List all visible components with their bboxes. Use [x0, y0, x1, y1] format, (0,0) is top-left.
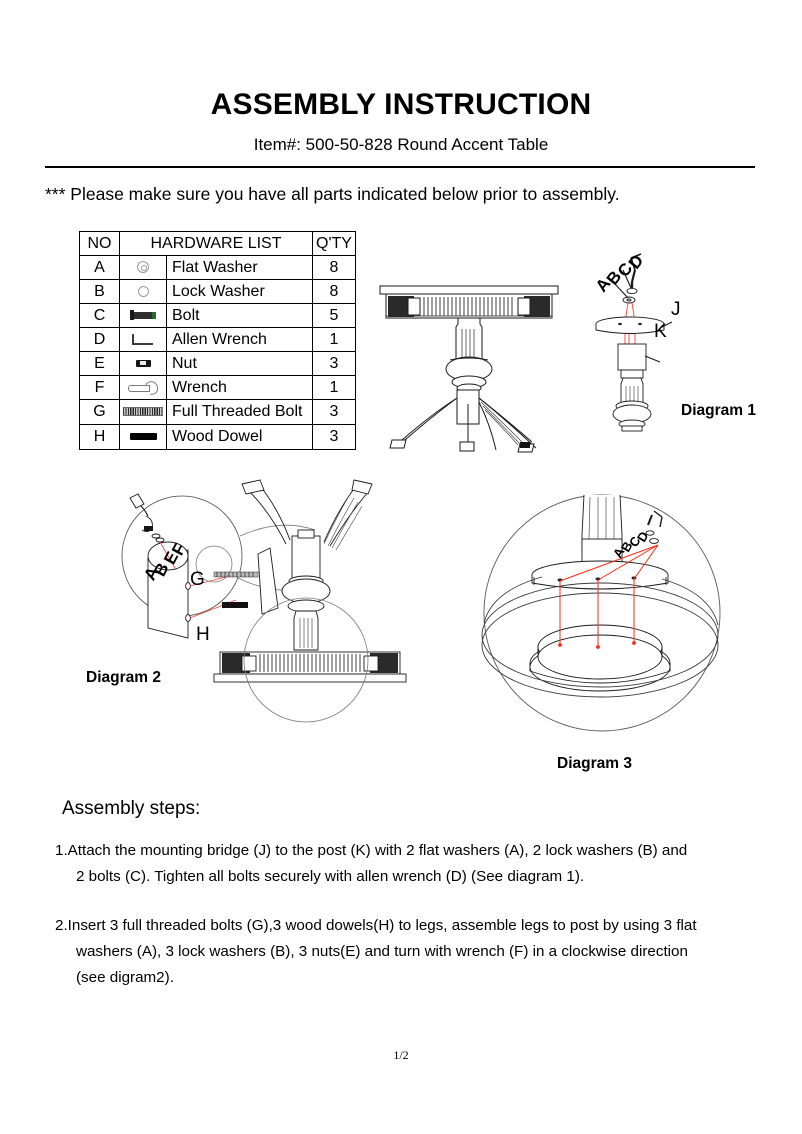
table-row: A Flat Washer 8 — [79, 255, 356, 280]
part-icon-cell — [119, 424, 167, 450]
part-qty: 8 — [312, 255, 356, 280]
part-qty: 3 — [312, 399, 356, 425]
column-header-no: NO — [79, 231, 120, 256]
diagram-1-caption: Diagram 1 — [681, 402, 756, 419]
table-row: E Nut 3 — [79, 351, 356, 376]
assembled-table-illustration — [372, 272, 572, 457]
diagram2-callout-h: H — [196, 624, 210, 645]
part-letter: B — [79, 279, 120, 304]
part-icon-cell — [119, 399, 167, 425]
part-letter: E — [79, 351, 120, 376]
wrench-icon — [128, 381, 158, 393]
part-icon-cell — [119, 279, 167, 304]
part-name: Flat Washer — [166, 255, 313, 280]
step-2-line-1: 2.Insert 3 full threaded bolts (G),3 woo… — [55, 917, 697, 934]
assembly-step-1: 1.Attach the mounting bridge (J) to the … — [55, 838, 755, 890]
header-divider — [45, 166, 755, 168]
part-name: Nut — [166, 351, 313, 376]
part-letter: A — [79, 255, 120, 280]
part-name: Wrench — [166, 375, 313, 400]
part-letter: F — [79, 375, 120, 400]
page-title: ASSEMBLY INSTRUCTION — [210, 88, 592, 121]
step-2-line-3: (see digram2). — [76, 969, 174, 986]
diagram-1-illustration — [588, 236, 718, 432]
part-letter: H — [79, 424, 120, 450]
part-letter: C — [79, 303, 120, 328]
table-row: G Full Threaded Bolt 3 — [79, 399, 356, 425]
bolt-icon — [130, 310, 156, 321]
part-qty: 8 — [312, 279, 356, 304]
column-header-qty: Q'TY — [312, 231, 356, 256]
part-letter: D — [79, 327, 120, 352]
part-name: Allen Wrench — [166, 327, 313, 352]
table-row: C Bolt 5 — [79, 303, 356, 328]
part-name: Lock Washer — [166, 279, 313, 304]
step-1-line-2: 2 bolts (C). Tighten all bolts securely … — [76, 868, 585, 885]
assembly-steps-title: Assembly steps: — [62, 798, 201, 819]
diagram-3-caption: Diagram 3 — [557, 755, 632, 772]
part-qty: 1 — [312, 375, 356, 400]
hardware-list-table: NO HARDWARE LIST Q'TY A Flat Washer 8 B … — [79, 231, 356, 450]
table-row: B Lock Washer 8 — [79, 279, 356, 304]
part-icon-cell — [119, 351, 167, 376]
nut-icon — [135, 359, 151, 367]
part-icon-cell — [119, 255, 167, 280]
item-subtitle: Item#: 500-50-828 Round Accent Table — [253, 135, 549, 154]
part-name: Bolt — [166, 303, 313, 328]
part-qty: 3 — [312, 351, 356, 376]
part-qty: 3 — [312, 424, 356, 450]
flat-washer-icon — [137, 261, 149, 274]
step-1-line-1: 1.Attach the mounting bridge (J) to the … — [55, 842, 688, 859]
table-row: D Allen Wrench 1 — [79, 327, 356, 352]
diagram-2-illustration — [110, 478, 440, 723]
part-icon-cell — [119, 303, 167, 328]
diagram-2-caption: Diagram 2 — [86, 669, 161, 686]
part-name: Wood Dowel — [166, 424, 313, 450]
table-row: H Wood Dowel 3 — [79, 424, 356, 450]
allen-wrench-icon — [131, 333, 155, 345]
table-header-row: NO HARDWARE LIST Q'TY — [79, 231, 356, 256]
page-number: 1/2 — [393, 1048, 409, 1062]
diagram-3-illustration — [481, 494, 732, 745]
diagram2-callout-g: G — [190, 569, 205, 590]
assembly-step-2: 2.Insert 3 full threaded bolts (G),3 woo… — [55, 913, 755, 991]
wood-dowel-icon — [129, 433, 157, 441]
diagram1-callout-k: K — [654, 321, 667, 342]
threaded-bolt-icon — [123, 407, 163, 417]
diagram1-callout-j: J — [671, 299, 681, 320]
part-letter: G — [79, 399, 120, 425]
part-qty: 5 — [312, 303, 356, 328]
parts-notice: *** Please make sure you have all parts … — [45, 184, 620, 204]
step-2-line-2: washers (A), 3 lock washers (B), 3 nuts(… — [76, 943, 688, 960]
table-row: F Wrench 1 — [79, 375, 356, 400]
part-icon-cell — [119, 375, 167, 400]
part-qty: 1 — [312, 327, 356, 352]
lock-washer-icon — [137, 285, 149, 297]
column-header-hardware-list: HARDWARE LIST — [119, 231, 313, 256]
part-icon-cell — [119, 327, 167, 352]
part-name: Full Threaded Bolt — [166, 399, 313, 425]
